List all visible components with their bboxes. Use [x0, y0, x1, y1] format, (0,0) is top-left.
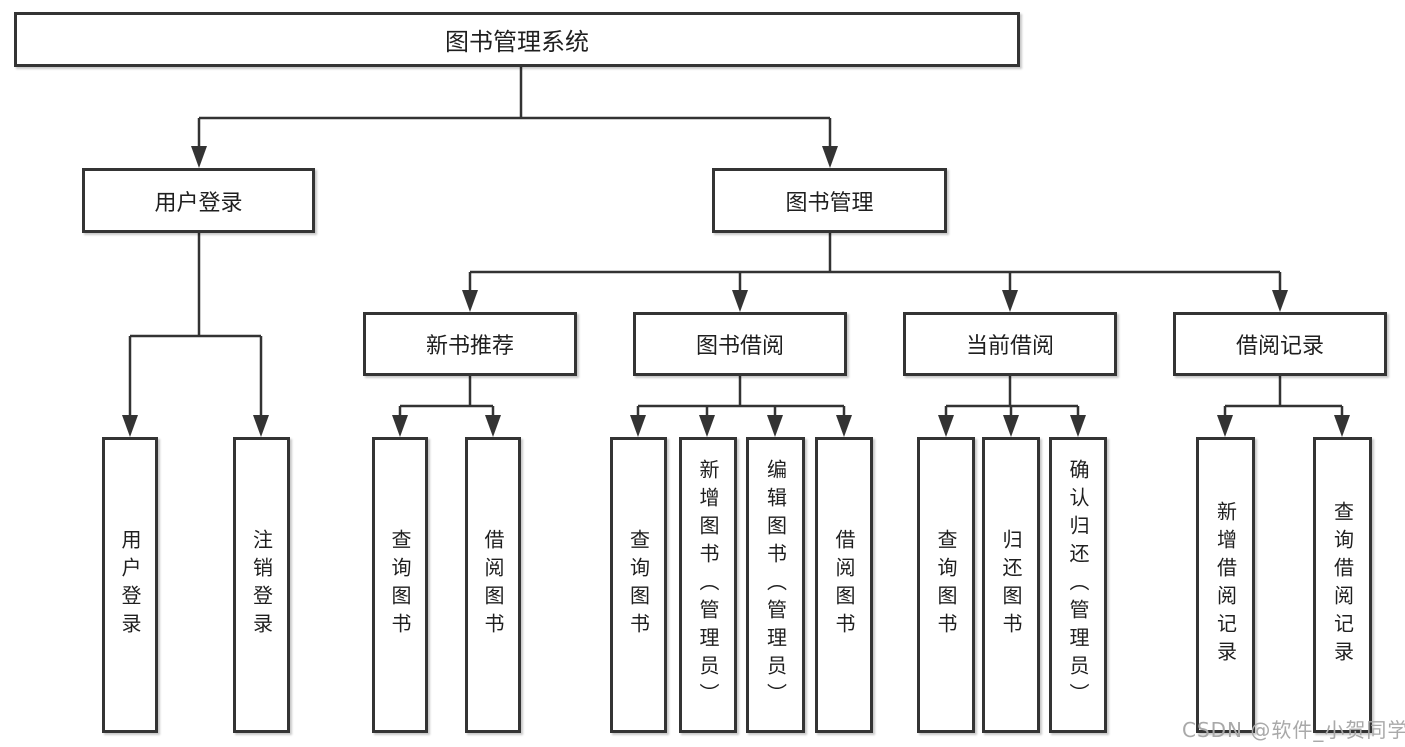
- node-label: 当前借阅: [965, 334, 1054, 359]
- leaf-label: 注销登录: [249, 529, 274, 641]
- node-book-management: 图书管理: [712, 168, 947, 233]
- leaf-label: 新增图书（管理员）: [696, 459, 720, 711]
- node-book-borrow: 图书借阅: [633, 312, 847, 376]
- leaf-add-book-admin: 新增图书（管理员）: [679, 437, 737, 733]
- leaf-label: 查询图书: [626, 529, 651, 641]
- leaf-label: 编辑图书（管理员）: [763, 459, 788, 711]
- node-label: 用户登录: [154, 190, 243, 216]
- leaf-label: 查询图书: [388, 529, 412, 641]
- node-borrow-records: 借阅记录: [1173, 312, 1387, 376]
- leaf-label: 归还图书: [999, 529, 1023, 641]
- node-label: 新书推荐: [425, 334, 514, 359]
- leaf-label: 查询图书: [934, 529, 958, 641]
- leaf-confirm-return-admin: 确认归还（管理员）: [1049, 437, 1107, 733]
- leaf-query-borrow-record: 查询借阅记录: [1313, 437, 1372, 733]
- leaf-borrow-books-recommend: 借阅图书: [465, 437, 521, 733]
- leaf-add-borrow-record: 新增借阅记录: [1196, 437, 1255, 733]
- node-label: 图书借阅: [695, 334, 784, 359]
- node-root: 图书管理系统: [14, 12, 1020, 67]
- leaf-borrow-books: 借阅图书: [815, 437, 873, 733]
- leaf-user-login: 用户登录: [102, 437, 158, 733]
- csdn-watermark: CSDN @软件_小贺同学: [1182, 718, 1405, 742]
- leaf-label: 用户登录: [118, 529, 142, 641]
- node-new-book-recommend: 新书推荐: [363, 312, 577, 376]
- leaf-edit-book-admin: 编辑图书（管理员）: [746, 437, 805, 733]
- leaf-label: 借阅图书: [832, 529, 856, 641]
- leaf-label: 查询借阅记录: [1330, 501, 1355, 669]
- node-label: 借阅记录: [1235, 334, 1324, 359]
- node-label: 图书管理系统: [445, 28, 589, 56]
- leaf-label: 新增借阅记录: [1213, 501, 1238, 669]
- leaf-query-books-current: 查询图书: [917, 437, 975, 733]
- leaf-label: 借阅图书: [481, 529, 505, 641]
- node-user-login: 用户登录: [82, 168, 315, 233]
- node-current-borrow: 当前借阅: [903, 312, 1117, 376]
- leaf-label: 确认归还（管理员）: [1066, 459, 1090, 711]
- leaf-return-book: 归还图书: [982, 437, 1040, 733]
- leaf-query-books-recommend: 查询图书: [372, 437, 428, 733]
- leaf-query-books-borrow: 查询图书: [610, 437, 667, 733]
- leaf-logout: 注销登录: [233, 437, 290, 733]
- node-label: 图书管理: [785, 190, 874, 216]
